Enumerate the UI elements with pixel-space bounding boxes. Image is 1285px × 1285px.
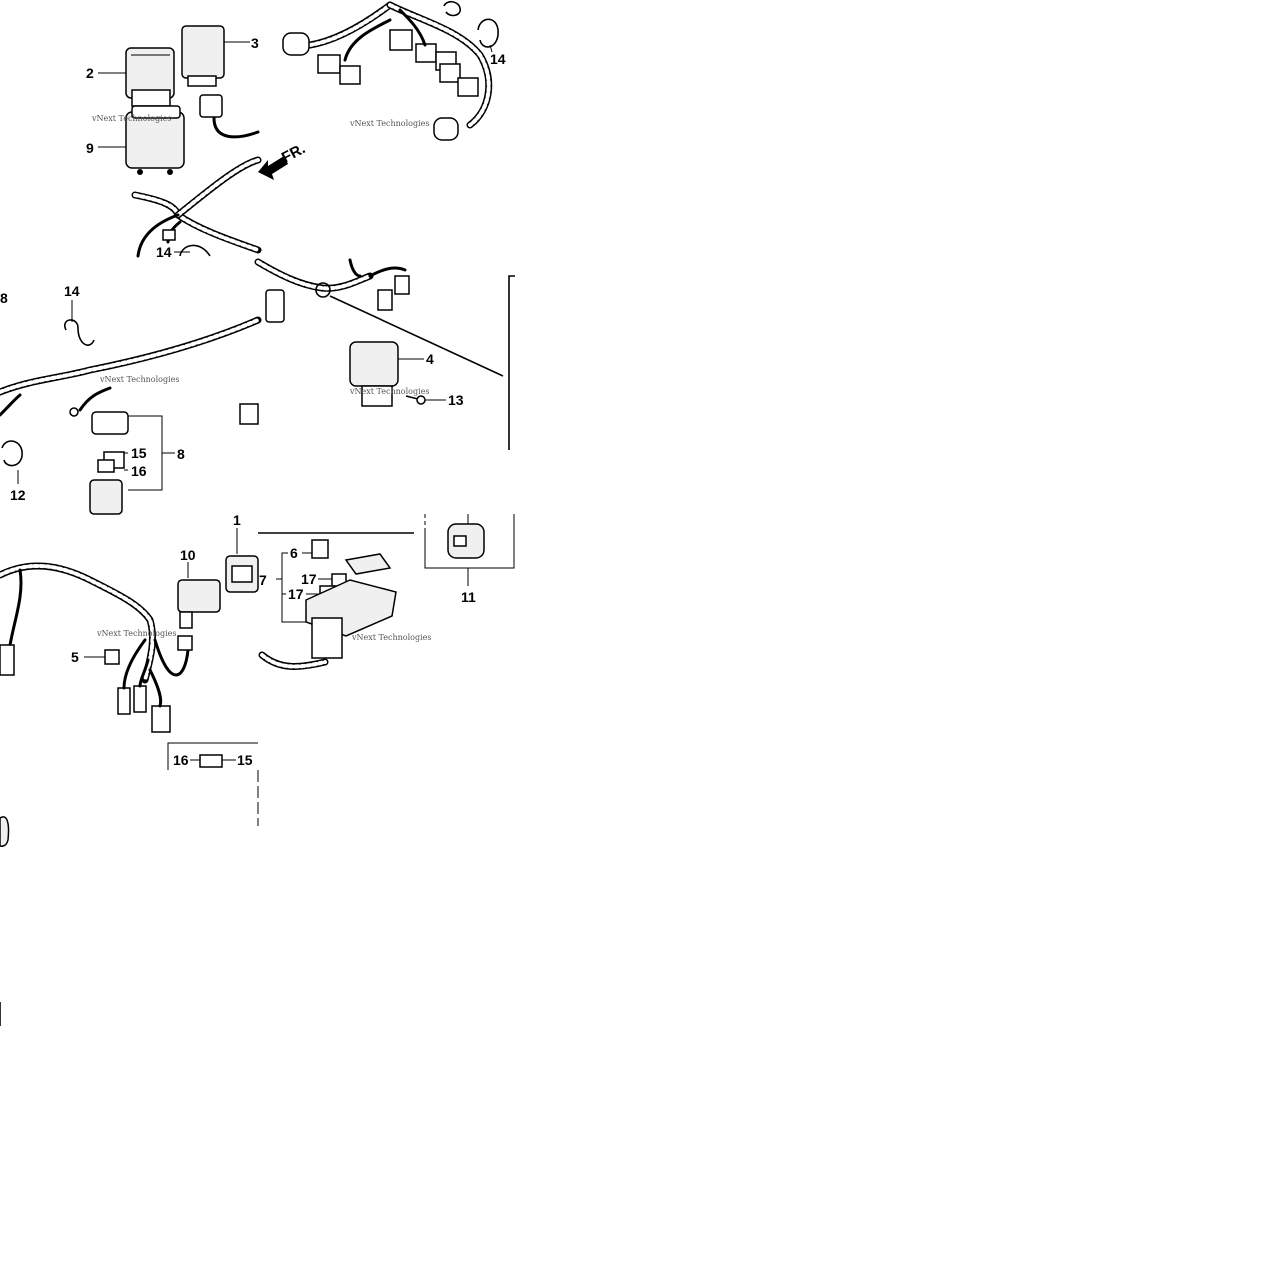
part-1-connector — [225, 528, 259, 593]
callout-13: 13 — [448, 392, 464, 408]
relay-connector — [199, 94, 223, 118]
watermark: vNext Technologies — [349, 387, 429, 396]
connector-b — [339, 65, 361, 85]
callout-3: 3 — [251, 35, 259, 51]
part-9-module — [125, 105, 185, 175]
watermark: vNext Technologies — [96, 629, 176, 638]
callout-12: 12 — [10, 487, 26, 503]
callout-9: 9 — [86, 140, 94, 156]
watermark: vNext Technologies — [91, 114, 171, 123]
callout-2: 2 — [86, 65, 94, 81]
watermark: vNext Technologies — [99, 375, 179, 384]
connector-a — [317, 54, 341, 74]
connector-c — [389, 29, 413, 51]
callout-6: 6 — [290, 545, 298, 561]
tile-top-left: 2 3 9 vNext Technologies — [86, 25, 308, 260]
tile-bottom-left: 10 1 5 vNext Technologies 16 15 — [0, 512, 259, 1026]
callout-5: 5 — [71, 649, 79, 665]
callout-16-bottom: 16 — [173, 752, 189, 768]
round-connector-2 — [433, 117, 459, 141]
callout-14-top-left: 14 — [156, 244, 172, 260]
clamp-12 — [1, 440, 23, 467]
callout-10: 10 — [180, 547, 196, 563]
part-11-cover — [447, 514, 485, 586]
tile-top-middle: 14 vNext Technologies — [282, 0, 506, 141]
clamp-14-upper — [477, 18, 499, 48]
callout-7: 7 — [259, 572, 267, 588]
fuse-box-body — [311, 617, 343, 659]
plug-e — [151, 705, 171, 733]
connector-d — [415, 43, 437, 63]
clamp-14-mid — [64, 319, 95, 346]
edge-plug — [0, 644, 15, 676]
bolt-13 — [405, 395, 446, 405]
tile-middle: 4 13 vNext Technologies — [254, 258, 515, 450]
connector-g — [457, 77, 479, 97]
part-8-fuse-box-group — [89, 411, 175, 515]
clamp-14-lower — [179, 244, 211, 257]
callout-1: 1 — [233, 512, 241, 528]
watermark: vNext Technologies — [351, 633, 431, 642]
part-10-relay — [177, 562, 221, 629]
watermark: vNext Technologies — [349, 119, 429, 128]
plug-c — [117, 687, 131, 715]
callout-8: 8 — [177, 446, 185, 462]
callout-8-edge: 8 — [0, 290, 8, 306]
callout-15-bottom: 15 — [237, 752, 253, 768]
tile-middle-left: 8 14 15 16 8 12 vNext Technologies — [0, 283, 262, 515]
round-connector — [282, 32, 310, 56]
edge-part — [0, 816, 10, 847]
callout-17-a: 17 — [301, 571, 317, 587]
part-7-fuse-box-group — [276, 539, 397, 659]
edge-block — [239, 403, 259, 425]
plug-b — [394, 275, 410, 295]
callout-15-mid: 15 — [131, 445, 147, 461]
fuse-6 — [311, 539, 329, 559]
front-direction-arrow: FR. — [258, 140, 308, 180]
callout-11: 11 — [461, 589, 476, 605]
callout-16-mid: 16 — [131, 463, 147, 479]
inline-connector — [265, 289, 285, 323]
part-3-unit — [181, 25, 250, 87]
fuse-16 — [97, 459, 115, 473]
spare-fuse — [199, 754, 223, 768]
part-4-regulator — [349, 341, 424, 407]
connector-f — [439, 63, 461, 83]
part-2-control-unit — [125, 47, 175, 107]
plug-f — [177, 635, 193, 651]
tile-bottom-middle: 11 6 7 17 17 vNext Technologies — [258, 514, 515, 670]
small-plug — [162, 229, 176, 241]
plug-a — [377, 289, 393, 311]
callout-14-middle: 14 — [64, 283, 80, 299]
part-5-clip — [104, 649, 120, 665]
plug-d — [133, 685, 147, 713]
callout-14-top-middle: 14 — [490, 51, 506, 67]
callout-4: 4 — [426, 351, 434, 367]
callout-17-b: 17 — [288, 586, 304, 602]
